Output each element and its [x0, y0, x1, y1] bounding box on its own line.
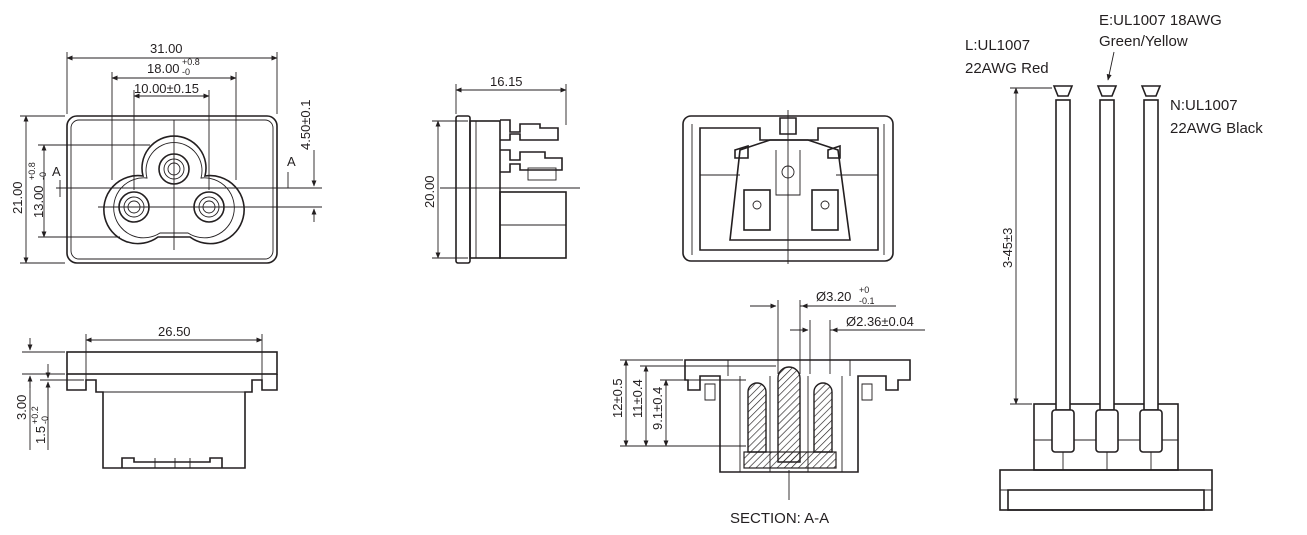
wire-view: 3-45±3 E:UL1007 18AWG Green/Yellow L:UL1…: [965, 12, 1263, 511]
neutral-label-line2: 22AWG Black: [1170, 120, 1263, 137]
dim-side-height-label: 20.00: [422, 175, 437, 208]
line-label-line1: L:UL1007: [965, 37, 1030, 54]
dim-slot-sub: -0: [182, 67, 190, 77]
dim-width-label: 31.00: [150, 41, 183, 56]
section-pin-left: [747, 382, 767, 453]
dim-slot-sup: +0.8: [182, 57, 200, 67]
earth-label-line2: Green/Yellow: [1099, 33, 1188, 50]
dim-hole-sup: +0: [859, 285, 869, 295]
section-pin-right: [813, 382, 833, 453]
line-label-line2: 22AWG Red: [965, 60, 1049, 77]
dim-offset-label: 4.50±0.1: [298, 99, 313, 150]
dim-hole-label: Ø3.20: [816, 289, 851, 304]
front-view: A A 31.00 18.00 +0.8 -0 10.00±0.15 21.00…: [10, 41, 322, 264]
dim-pitch-label: 10.00±0.15: [134, 81, 199, 96]
dim-inner-height-label: 13.00: [31, 185, 46, 218]
section-title: SECTION: A-A: [730, 510, 829, 527]
dim-lip-label: 1.5: [33, 426, 48, 444]
section-mark-right: A: [287, 154, 296, 169]
dim-hole-sub: -0.1: [859, 296, 875, 306]
side-view: 16.15 20.00: [422, 74, 580, 264]
dim-lip-sup: +0.2: [30, 406, 40, 424]
dim-h2-label: 11±0.4: [630, 379, 645, 418]
earth-label-line1: E:UL1007 18AWG: [1099, 12, 1222, 29]
dim-height-label: 21.00: [10, 181, 25, 214]
dim-h1-label: 12±0.5: [610, 378, 625, 418]
dim-bottom-width-label: 26.50: [158, 324, 191, 339]
socket-outline: [103, 135, 245, 245]
dim-lip-sub: -0: [40, 416, 50, 424]
dim-depth-label: 16.15: [490, 74, 523, 89]
wire-earth: [1095, 85, 1119, 470]
section-pin-center: [777, 366, 801, 463]
dim-pin-dia-label: Ø2.36±0.04: [846, 314, 914, 329]
bottom-view: 26.50 3.00 1.5 +0.2 -0: [14, 324, 278, 469]
dim-slot-label: 18.00: [147, 61, 180, 76]
section-mark-left: A: [52, 164, 61, 179]
dim-wire-length-label: 3-45±3: [1000, 228, 1015, 268]
dim-inner-height-sup: +0.8: [27, 162, 37, 180]
dim-h3-label: 9.1±0.4: [650, 387, 665, 430]
rear-view: [682, 110, 894, 264]
front-body-outline: [66, 115, 278, 264]
wire-line: [1051, 85, 1075, 470]
dim-flange-label: 3.00: [14, 395, 29, 420]
dim-inner-height-sub: -0: [38, 172, 48, 180]
front-inner-outline: [70, 119, 274, 260]
neutral-label-line1: N:UL1007: [1170, 97, 1238, 114]
wire-neutral: [1139, 85, 1163, 470]
section-view: Ø3.20 +0 -0.1 Ø2.36±0.04 12±0.5 11±0.4 9…: [610, 285, 925, 527]
